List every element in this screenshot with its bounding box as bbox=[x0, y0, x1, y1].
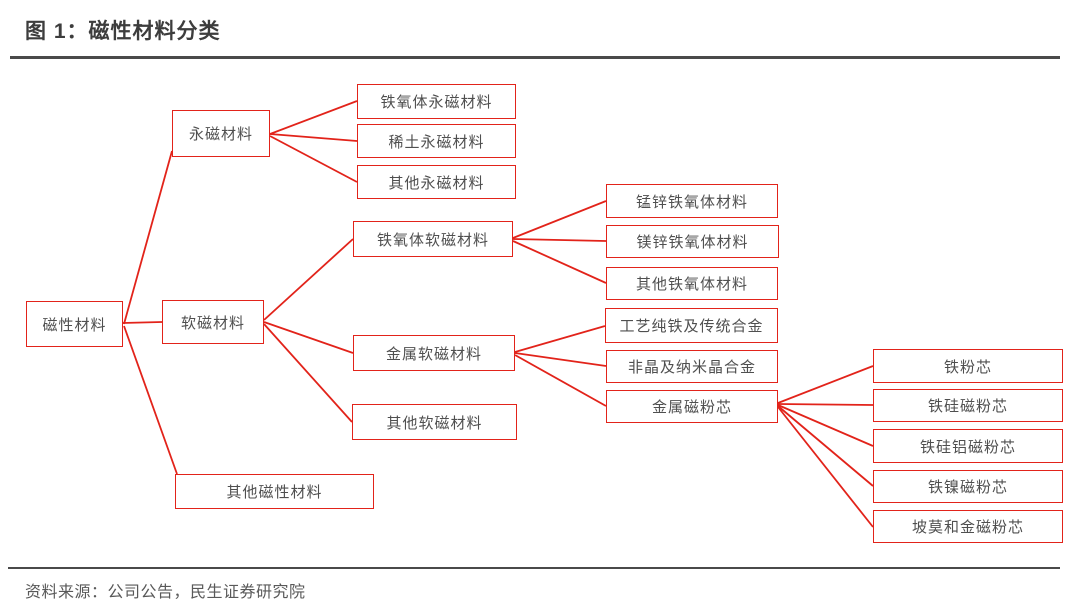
connector-line bbox=[269, 100, 358, 135]
node-metal-powder-core: 金属磁粉芯 bbox=[606, 390, 778, 423]
node-soft-magnetic: 软磁材料 bbox=[162, 300, 264, 344]
connector-line bbox=[777, 365, 874, 404]
node-ferrite-soft: 铁氧体软磁材料 bbox=[353, 221, 513, 257]
node-iron-powder-core: 铁粉芯 bbox=[873, 349, 1063, 383]
node-fesi-powder-core: 铁硅磁粉芯 bbox=[873, 389, 1063, 422]
node-amorphous-nanocrystalline: 非晶及纳米晶合金 bbox=[606, 350, 778, 383]
node-rare-earth-permanent: 稀土永磁材料 bbox=[357, 124, 516, 158]
figure-title: 图 1：磁性材料分类 bbox=[25, 20, 221, 43]
connector-line bbox=[263, 323, 353, 423]
connector-line bbox=[269, 135, 358, 183]
connector-line bbox=[514, 352, 607, 367]
title-rule bbox=[10, 56, 1060, 59]
connector-line bbox=[123, 325, 178, 475]
connector-line bbox=[512, 238, 607, 242]
node-mnzn-ferrite: 锰锌铁氧体材料 bbox=[606, 184, 778, 218]
node-other-magnetic: 其他磁性材料 bbox=[175, 474, 374, 509]
node-metal-soft: 金属软磁材料 bbox=[353, 335, 515, 371]
node-fesial-powder-core: 铁硅铝磁粉芯 bbox=[873, 429, 1063, 463]
footer-rule bbox=[8, 567, 1060, 569]
source-note: 资料来源：公司公告，民生证券研究院 bbox=[25, 584, 306, 601]
node-other-ferrite: 其他铁氧体材料 bbox=[606, 267, 778, 300]
node-permanent-magnet: 永磁材料 bbox=[172, 110, 270, 157]
connector-line bbox=[512, 200, 607, 239]
connector-line bbox=[263, 321, 354, 354]
node-magnetic-materials: 磁性材料 bbox=[26, 301, 123, 347]
connector-line bbox=[777, 406, 874, 528]
node-feni-powder-core: 铁镍磁粉芯 bbox=[873, 470, 1063, 503]
connector-line bbox=[123, 150, 173, 325]
connector-line bbox=[122, 321, 163, 324]
node-other-permanent: 其他永磁材料 bbox=[357, 165, 516, 199]
node-permalloy-powder-core: 坡莫和金磁粉芯 bbox=[873, 510, 1063, 543]
connector-line bbox=[512, 240, 607, 284]
node-ferrite-permanent: 铁氧体永磁材料 bbox=[357, 84, 516, 119]
node-pure-iron-alloy: 工艺纯铁及传统合金 bbox=[605, 308, 778, 343]
connector-line bbox=[777, 404, 874, 447]
node-mgzn-ferrite: 镁锌铁氧体材料 bbox=[606, 225, 779, 258]
node-other-soft: 其他软磁材料 bbox=[352, 404, 517, 440]
connector-line bbox=[514, 325, 606, 353]
connector-line bbox=[777, 403, 874, 406]
connector-line bbox=[269, 133, 358, 142]
connector-line bbox=[777, 405, 874, 487]
connector-line bbox=[514, 354, 607, 407]
connector-line bbox=[263, 238, 354, 321]
